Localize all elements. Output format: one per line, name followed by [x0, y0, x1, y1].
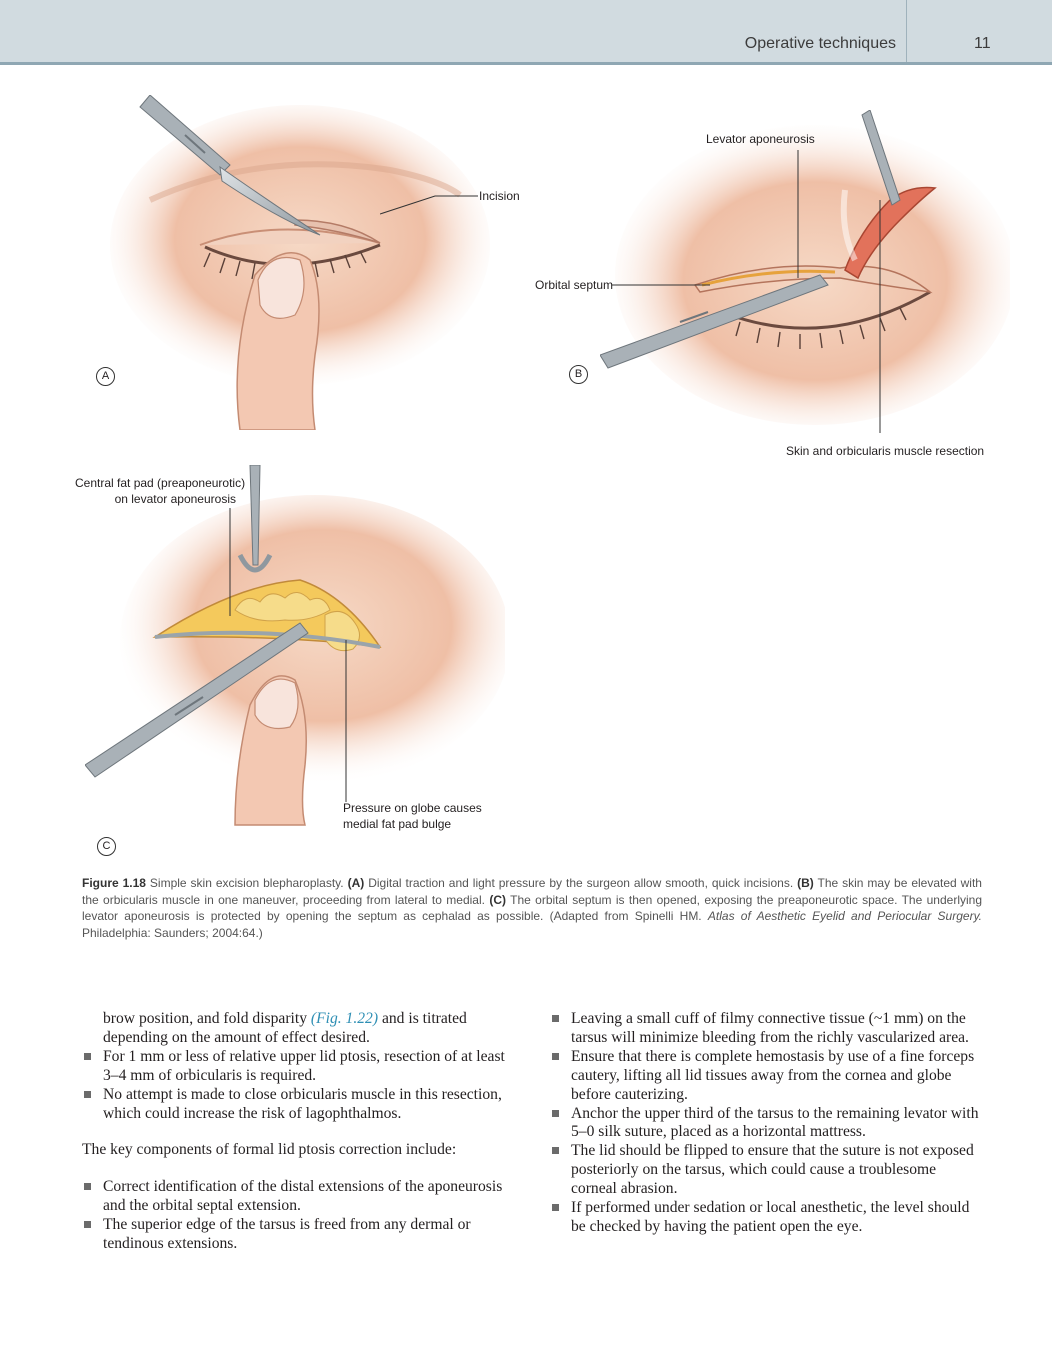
- panel-tag-a: A: [96, 367, 115, 386]
- label-central-fat-pad-line-2: on levator aponeurosis: [114, 492, 236, 506]
- caption-text-b: The skin may be elevated with the orbicu…: [82, 876, 982, 907]
- bullet-square-icon: [84, 1183, 91, 1191]
- label-orbital-septum: Orbital septum: [535, 278, 614, 292]
- list-item: For 1 mm or less of relative upper lid p…: [82, 1048, 522, 1086]
- panel-tag-b: B: [569, 365, 588, 384]
- header-divider: [906, 0, 907, 62]
- list-item: The lid should be flipped to ensure that…: [550, 1142, 980, 1199]
- body-column-right: Leaving a small cuff of filmy connective…: [550, 1010, 980, 1237]
- bullet-list-left-2: Correct identification of the distal ext…: [82, 1178, 522, 1254]
- illustration-panel-a: [110, 95, 490, 430]
- septum-leader-line: [612, 284, 710, 286]
- caption-text-a: Digital traction and light pressure by t…: [368, 876, 794, 890]
- list-item: If performed under sedation or local ane…: [550, 1199, 980, 1237]
- caption-tag-b: (B): [797, 876, 814, 890]
- bullet-square-icon: [552, 1147, 559, 1155]
- bullet-list-left-1: For 1 mm or less of relative upper lid p…: [82, 1048, 522, 1124]
- caption-tag-a: (A): [347, 876, 365, 890]
- caption-figure-number: Figure 1.18: [82, 876, 146, 890]
- label-pressure-on-globe: Pressure on globe causes medial fat pad …: [343, 800, 482, 832]
- label-levator-aponeurosis: Levator aponeurosis: [706, 132, 815, 146]
- incision-leader-line: [380, 195, 478, 215]
- running-header: [0, 0, 1052, 62]
- resection-leader-line: [879, 200, 881, 433]
- bullet-square-icon: [84, 1090, 91, 1098]
- header-section-title: Operative techniques: [744, 35, 896, 52]
- list-item: Anchor the upper third of the tarsus to …: [550, 1105, 980, 1143]
- list-item-text: The lid should be flipped to ensure that…: [571, 1142, 974, 1198]
- list-item-text: Leaving a small cuff of filmy connective…: [571, 1010, 969, 1046]
- figure-caption: Figure 1.18 Simple skin excision blephar…: [82, 875, 982, 941]
- list-item: Correct identification of the distal ext…: [82, 1178, 522, 1216]
- header-rule: [0, 62, 1052, 65]
- list-item: Ensure that there is complete hemostasis…: [550, 1048, 980, 1105]
- list-item-text: Anchor the upper third of the tarsus to …: [571, 1104, 979, 1141]
- caption-text-c: The orbital septum is then opened, expos…: [82, 892, 982, 924]
- caption-publisher: Philadelphia: Saunders; 2004:64.): [82, 925, 263, 940]
- list-item-text: Ensure that there is complete hemostasis…: [571, 1047, 975, 1103]
- label-pressure-line-1: Pressure on globe causes: [343, 801, 482, 815]
- pressure-leader-line: [345, 640, 347, 802]
- figure-1-18: Incision A Levator aponeurosis Orbital s…: [75, 95, 1010, 856]
- caption-title: Simple skin excision blepharoplasty.: [149, 876, 344, 890]
- bullet-square-icon: [552, 1204, 559, 1212]
- caption-tag-c: (C): [489, 892, 506, 907]
- illustration-panel-c: [85, 465, 505, 826]
- label-incision: Incision: [479, 189, 520, 203]
- bullet-square-icon: [552, 1052, 559, 1060]
- body-paragraph: The key components of formal lid ptosis …: [82, 1141, 457, 1159]
- caption-book-title: Atlas of Aesthetic Eyelid and Periocular…: [707, 909, 983, 923]
- bullet-square-icon: [552, 1015, 559, 1022]
- list-item-text: For 1 mm or less of relative upper lid p…: [103, 1047, 505, 1084]
- label-central-fat-pad: Central fat pad (preaponeurotic) on leva…: [75, 475, 246, 507]
- list-item-text: The superior edge of the tarsus is freed…: [103, 1216, 471, 1253]
- label-skin-orbicularis-resection: Skin and orbicularis muscle resection: [786, 444, 985, 458]
- list-item-text: No attempt is made to close orbicularis …: [103, 1085, 502, 1122]
- list-item-text: If performed under sedation or local ane…: [571, 1199, 970, 1235]
- figure-reference-link[interactable]: (Fig. 1.22): [310, 1010, 379, 1027]
- bullet-square-icon: [84, 1052, 91, 1060]
- panel-tag-c: C: [97, 837, 116, 856]
- list-item: No attempt is made to close orbicularis …: [82, 1086, 522, 1124]
- continuation-text: brow position, and fold disparity (Fig. …: [82, 1010, 522, 1048]
- list-item: The superior edge of the tarsus is freed…: [82, 1216, 522, 1254]
- body-column-left: brow position, and fold disparity (Fig. …: [82, 1010, 522, 1254]
- fat-pad-leader-line: [229, 508, 231, 616]
- label-central-fat-pad-line-1: Central fat pad (preaponeurotic): [75, 476, 246, 490]
- page-number: 11: [974, 35, 991, 52]
- continuation-before: brow position, and fold disparity: [103, 1010, 307, 1027]
- bullet-square-icon: [84, 1221, 91, 1229]
- list-item-text: Correct identification of the distal ext…: [103, 1178, 503, 1215]
- continuation-after: and is titrated depending on the amount …: [103, 1010, 467, 1046]
- illustration-panel-b: [600, 110, 1010, 425]
- list-item: Leaving a small cuff of filmy connective…: [550, 1010, 980, 1048]
- levator-leader-line: [797, 150, 799, 278]
- bullet-list-right: Leaving a small cuff of filmy connective…: [550, 1010, 980, 1237]
- label-pressure-line-2: medial fat pad bulge: [343, 817, 452, 831]
- bullet-square-icon: [552, 1109, 559, 1117]
